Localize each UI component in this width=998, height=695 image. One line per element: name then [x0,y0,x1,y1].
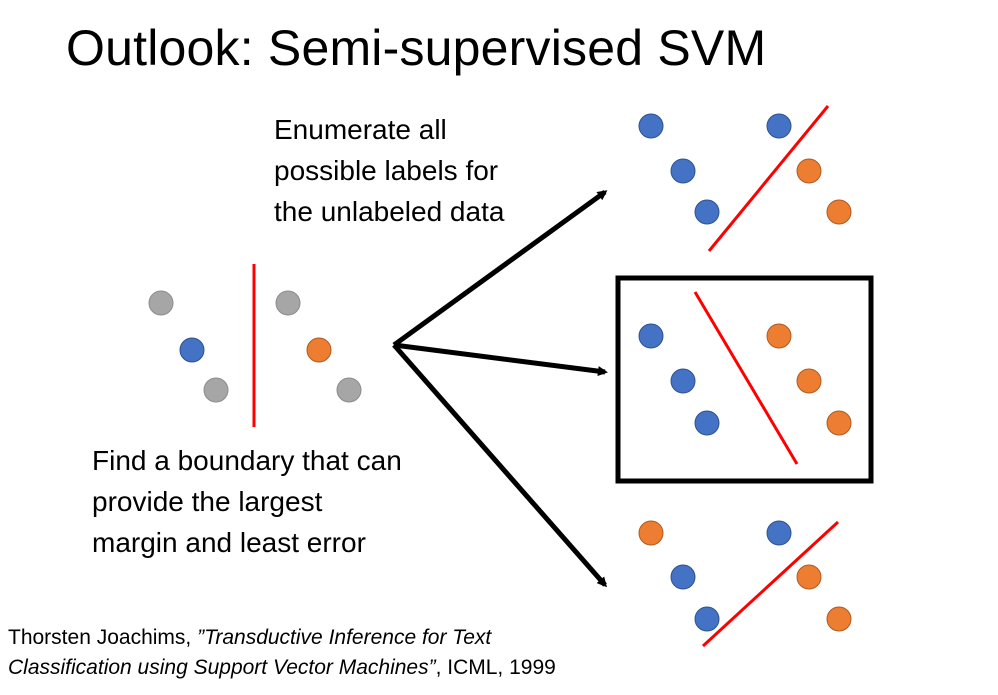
unlabeled-dataset [148,264,362,427]
class-b-point [826,606,852,632]
class-b-point [826,410,852,436]
class-b-point [826,199,852,225]
class-b-point [766,323,792,349]
enumerate-line-3: the unlabeled data [274,196,505,227]
class-a-point [670,564,696,590]
citation-venue: , ICML, 1999 [435,656,556,679]
page-title: Outlook: Semi-supervised SVM [66,20,767,76]
boundary-line-3: margin and least error [92,527,366,558]
class-b-point [796,158,822,184]
highlight-box [615,275,874,484]
unlabeled-point [203,377,229,403]
class-a-point [670,158,696,184]
unlabeled-point [148,290,174,316]
find-boundary-text: Find a boundary that can provide the lar… [92,440,402,563]
class-b-point [306,337,332,363]
arrow-to-top-labeling [392,189,608,348]
class-a-point [694,410,720,436]
citation-title-part-2: Classification using Support Vector Mach… [8,656,436,679]
class-a-point [179,337,205,363]
citation: Thorsten Joachims, ”Transductive Inferen… [8,623,556,683]
class-a-point [766,113,792,139]
citation-author: Thorsten Joachims, [8,626,198,649]
unlabeled-point [336,377,362,403]
class-a-point [766,520,792,546]
enumerate-line-1: Enumerate all [274,114,447,145]
class-a-point [694,199,720,225]
citation-line-2: Classification using Support Vector Mach… [8,653,556,683]
labeling-option-middle-selected [615,275,874,484]
class-b-point [796,368,822,394]
boundary-line [707,105,830,252]
labeling-option-top [638,105,852,252]
boundary-line [693,291,799,465]
boundary-line-1: Find a boundary that can [92,445,402,476]
class-a-point [638,323,664,349]
class-a-point [694,606,720,632]
arrow-to-middle-labeling [393,342,608,377]
class-b-point [796,564,822,590]
arrow-to-bottom-labeling [392,343,607,588]
citation-title-part-1: ”Transductive Inference for Text [197,626,492,649]
enumerate-labels-text: Enumerate all possible labels for the un… [274,109,504,232]
class-a-point [670,368,696,394]
labeling-option-bottom [638,520,852,648]
class-b-point [638,520,664,546]
class-a-point [638,113,664,139]
enumerate-line-2: possible labels for [274,155,499,186]
arrows [392,189,608,588]
boundary-line [701,520,840,648]
boundary-line-2: provide the largest [92,486,323,517]
unlabeled-point [275,290,301,316]
citation-line-1: Thorsten Joachims, ”Transductive Inferen… [8,623,556,653]
